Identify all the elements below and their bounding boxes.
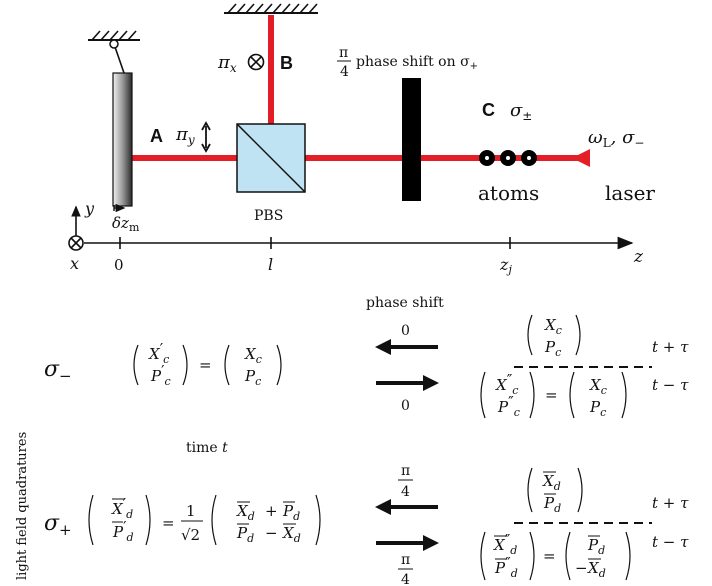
- plate-fraction-den: 4: [340, 64, 349, 80]
- x-axis-out-icon: [68, 235, 84, 251]
- pbs-label: PBS: [254, 208, 283, 224]
- svg-text:1: 1: [186, 502, 196, 520]
- svg-text:X′d: X′d: [111, 495, 133, 521]
- pi-over-4-top-num: π: [401, 463, 410, 479]
- tick-zj-label: zj: [499, 255, 512, 276]
- arrow-right-top: [376, 375, 439, 391]
- vertical-axis-label: light field quadratures: [15, 432, 30, 580]
- sigma-minus-backward-equation: X″c P″c = Xc Pc: [480, 371, 627, 419]
- plate-label: phase shift on σ+: [356, 54, 478, 72]
- phase-zero-top: 0: [401, 323, 410, 339]
- svg-text:P′d: P′d: [112, 518, 134, 544]
- pbs-cube: [236, 123, 306, 193]
- svg-text:Xc: Xc: [544, 316, 562, 337]
- svg-text:Xd: Xd: [236, 502, 255, 523]
- pi-y-label: πy: [175, 124, 195, 147]
- svg-text:+: +: [265, 502, 278, 520]
- svg-text:X″c: X″c: [495, 371, 518, 397]
- sigma-minus-row-label: σ−: [44, 357, 72, 385]
- laser-frequency-label: ωL, σ−: [588, 127, 644, 150]
- movable-mirror: [112, 72, 133, 207]
- t-plus-tau-top: t + τ: [652, 338, 689, 356]
- svg-text:X′c: X′c: [148, 340, 169, 366]
- svg-text:X″d: X″d: [493, 531, 517, 557]
- label-C: C: [482, 100, 495, 120]
- x-axis-label: x: [70, 254, 79, 273]
- sigma-plus-forward-vector: Xd Pd: [527, 467, 583, 515]
- sigma-minus-forward-vector: Xc Pc: [527, 314, 581, 359]
- svg-text:√2: √2: [181, 526, 200, 544]
- tick-0-label: 0: [114, 256, 124, 274]
- t-minus-tau-bottom: t − τ: [652, 533, 689, 551]
- label-B: B: [280, 53, 293, 73]
- svg-text:Pd: Pd: [587, 536, 605, 557]
- double-arrow-icon: [201, 121, 211, 153]
- laser-input-arrow: [572, 149, 590, 167]
- svg-text:−: −: [265, 524, 278, 542]
- arrow-left-top: [375, 339, 438, 355]
- sigma-plus-row-label: σ+: [44, 511, 72, 539]
- delta-z-label: δzm: [112, 214, 140, 234]
- phase-shift-title: phase shift: [366, 295, 444, 311]
- svg-text:=: =: [543, 547, 556, 565]
- svg-text:Xd: Xd: [542, 472, 561, 493]
- svg-text:Pd: Pd: [282, 502, 300, 523]
- svg-text:Xc: Xc: [244, 345, 262, 366]
- sigma-pm-label: σ±: [510, 100, 532, 123]
- quadrature-equations: light field quadratures phase shift time…: [15, 295, 689, 586]
- svg-text:=: =: [545, 386, 558, 404]
- sigma-plus-equation: X′d P′d = 1 √2 Xd + Pd Pd − Xd: [88, 494, 321, 546]
- svg-text:P′c: P′c: [150, 362, 171, 388]
- into-plane-icon: [247, 53, 265, 71]
- laser-label: laser: [605, 181, 655, 205]
- sigma-plus-backward-equation: X″d P″d = Pd − Xd: [480, 531, 631, 581]
- pivot-joint: [109, 39, 119, 49]
- phase-zero-bottom: 0: [401, 398, 410, 414]
- sigma-minus-equation: X′c P′c = Xc Pc: [133, 340, 282, 388]
- optical-setup: PBS A B C πx πy π 4 phase shi: [68, 3, 655, 276]
- arrow-left-bottom: [375, 499, 438, 515]
- svg-text:P″c: P″c: [497, 393, 520, 419]
- arrow-right-bottom: [376, 535, 439, 551]
- pi-x-label: πx: [217, 52, 237, 75]
- mirror-displacement-arrow: [113, 203, 126, 213]
- pi-over-4-top-den: 4: [401, 484, 410, 500]
- svg-text:Pd: Pd: [543, 494, 561, 515]
- ground-hatch-B: [224, 3, 318, 14]
- svg-text:Pc: Pc: [244, 367, 261, 388]
- svg-text:Pc: Pc: [544, 338, 561, 359]
- svg-text:=: =: [162, 514, 175, 532]
- plate-fraction-num: π: [339, 45, 348, 61]
- svg-text:Pc: Pc: [589, 398, 606, 419]
- z-axis-label: z: [633, 247, 644, 267]
- time-label: time t: [186, 440, 228, 456]
- svg-text:Xd: Xd: [282, 524, 301, 545]
- t-minus-tau-top: t − τ: [652, 376, 689, 394]
- pi-over-4-bottom-num: π: [401, 552, 410, 568]
- tick-l-label: l: [268, 255, 273, 274]
- svg-text:P″d: P″d: [494, 554, 518, 580]
- label-A: A: [150, 126, 163, 146]
- atoms-label: atoms: [478, 181, 539, 205]
- phase-plate: [402, 78, 421, 201]
- atoms: [479, 150, 537, 166]
- svg-text:Xd: Xd: [587, 559, 606, 580]
- pi-over-4-bottom-den: 4: [401, 572, 410, 586]
- t-plus-tau-bottom: t + τ: [652, 494, 689, 512]
- svg-text:−: −: [575, 559, 588, 577]
- ground-hatch-A: [88, 30, 140, 74]
- svg-text:=: =: [199, 356, 212, 374]
- svg-text:Pd: Pd: [236, 524, 254, 545]
- y-axis-label: y: [84, 199, 95, 218]
- svg-text:Xc: Xc: [589, 376, 607, 397]
